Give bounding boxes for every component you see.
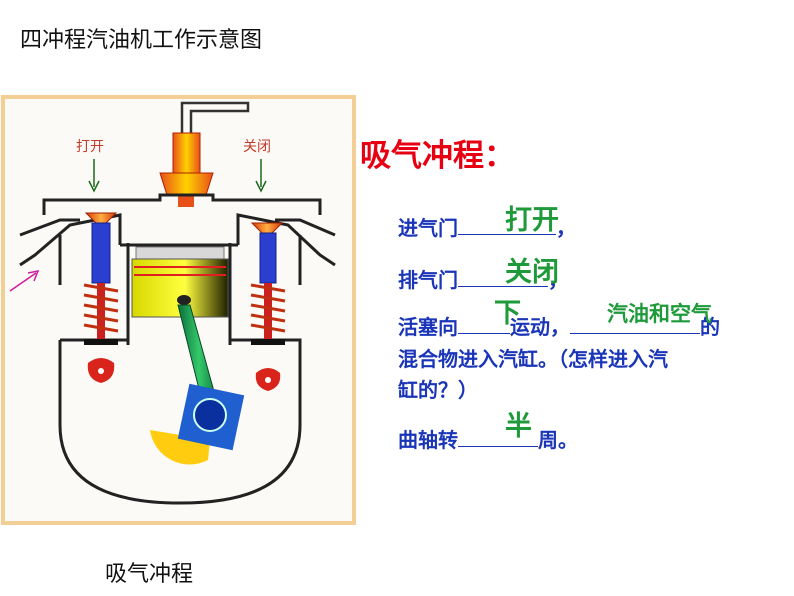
piston-direction-text: 活塞向 <box>398 315 458 339</box>
crankshaft-text: 曲轴转 <box>398 428 458 452</box>
stroke-heading: 吸气冲程： <box>360 138 515 174</box>
engine-diagram: 打开 关闭 <box>0 95 356 525</box>
intake-spring <box>83 283 119 333</box>
crankshaft-line: 曲轴转 周。 <box>398 424 578 453</box>
exhaust-valve-blank <box>458 268 548 287</box>
exhaust-valve-line: 排气门 ， <box>398 264 568 293</box>
exhaust-close-label: 关闭 <box>243 139 271 155</box>
piston-motion-text: 运动， <box>510 315 570 339</box>
mixture-suffix: 的 <box>700 315 720 339</box>
exhaust-valve-answer: 关闭 <box>505 257 559 288</box>
intake-valve-answer: 打开 <box>505 205 559 236</box>
spark-wire <box>180 101 250 135</box>
mixture-line: 混合物进入汽缸。（怎样进入汽 <box>398 347 668 371</box>
intake-valve-line: 进气门 ， <box>398 212 576 241</box>
intake-flow-arrow-head <box>27 269 40 282</box>
intake-open-label: 打开 <box>76 138 104 155</box>
engine-svg: 打开 关闭 <box>0 95 356 525</box>
intake-arrow-head <box>88 180 100 193</box>
frame-border <box>1 95 356 525</box>
crankshaft-blank <box>458 428 538 447</box>
diagram-caption: 吸气冲程 <box>105 562 194 587</box>
piston-direction-line: 活塞向 运动， 的 <box>398 311 720 340</box>
crankshaft-suffix: 周。 <box>538 428 578 452</box>
intake-flow-arrow <box>9 272 37 292</box>
exhaust-spring <box>250 283 286 333</box>
exhaust-valve-suffix: ， <box>548 268 568 292</box>
cylinder-head <box>19 193 336 285</box>
exhaust-valve <box>250 222 286 391</box>
piston-direction-blank <box>458 315 510 334</box>
spark-plug-base <box>159 172 214 196</box>
exhaust-valve-text: 排气门 <box>398 268 458 292</box>
page-title: 四冲程汽油机工作示意图 <box>20 28 263 53</box>
intake-valve-text: 进气门 <box>398 216 458 240</box>
spark-plug <box>172 132 201 174</box>
question-line: 缸的？） <box>398 378 478 402</box>
intake-valve-suffix: ， <box>556 216 576 240</box>
crankshaft <box>150 383 245 465</box>
exhaust-arrow-head <box>255 180 267 193</box>
intake-valve <box>83 212 119 383</box>
mixture-blank <box>570 315 700 334</box>
mixture-answer: 汽油和空气 <box>607 302 712 326</box>
intake-valve-blank <box>458 216 556 235</box>
crankshaft-answer: 半 <box>505 411 532 442</box>
spark-plug-tip <box>178 195 194 207</box>
piston-direction-answer: 下 <box>494 298 521 329</box>
